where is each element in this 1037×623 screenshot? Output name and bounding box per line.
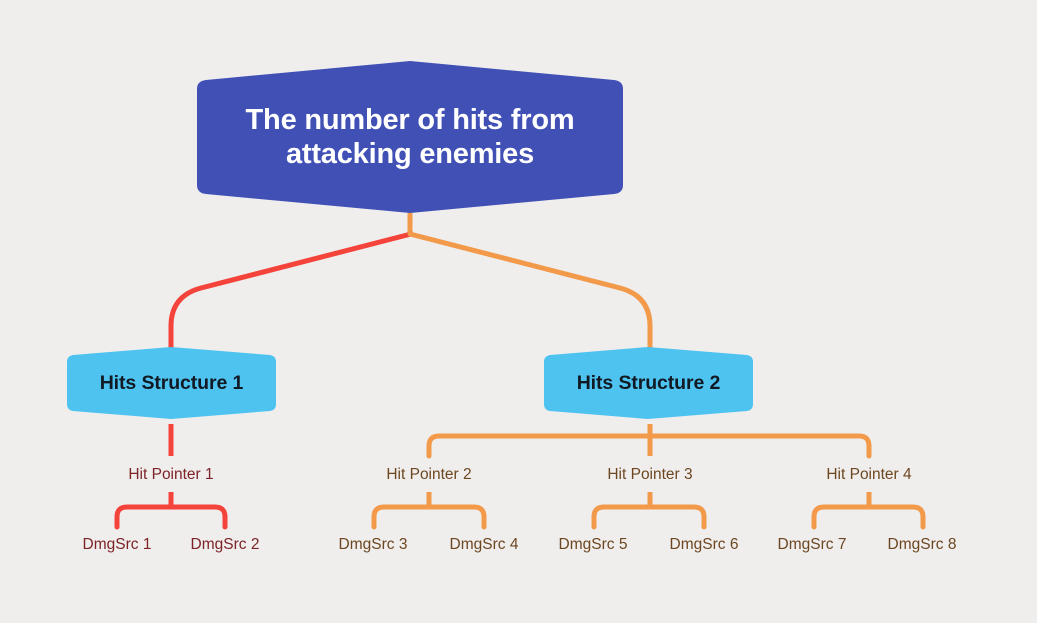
pointer-label-3[interactable]: Hit Pointer 3 <box>607 466 693 483</box>
edge-pointer-2-bracket <box>371 504 487 530</box>
edge-root-to-structure-1 <box>168 231 414 355</box>
edge-pointer-3-bracket <box>591 504 707 530</box>
root-node[interactable]: The number of hits from attacking enemie… <box>188 59 632 215</box>
edge-root-to-structure-2 <box>407 231 653 355</box>
root-node-shape <box>197 61 623 213</box>
leaf-label-dmgsrc-3[interactable]: DmgSrc 3 <box>338 536 408 553</box>
structure-node-2[interactable]: Hits Structure 2 <box>539 346 758 420</box>
pointer-label-4[interactable]: Hit Pointer 4 <box>826 466 912 483</box>
leaf-label-dmgsrc-6[interactable]: DmgSrc 6 <box>669 536 739 553</box>
root-node-label: The number of hits from attacking enemie… <box>245 103 575 170</box>
structure-node-2-shape <box>544 347 753 419</box>
structure-node-1-label: Hits Structure 1 <box>99 371 244 394</box>
structure-node-1-shape <box>67 347 276 419</box>
edge-pointer-4-bracket <box>811 504 926 530</box>
leaf-label-dmgsrc-5[interactable]: DmgSrc 5 <box>558 536 628 553</box>
pointer-label-2[interactable]: Hit Pointer 2 <box>386 466 472 483</box>
leaf-label-dmgsrc-2[interactable]: DmgSrc 2 <box>190 536 260 553</box>
leaf-label-dmgsrc-4[interactable]: DmgSrc 4 <box>449 536 519 553</box>
pointer-label-1[interactable]: Hit Pointer 1 <box>128 466 214 483</box>
leaf-label-dmgsrc-1[interactable]: DmgSrc 1 <box>82 536 152 553</box>
edge-pointer-1-bracket <box>114 504 228 530</box>
leaf-label-dmgsrc-8[interactable]: DmgSrc 8 <box>887 536 957 553</box>
leaf-label-dmgsrc-7[interactable]: DmgSrc 7 <box>777 536 847 553</box>
structure-node-2-label: Hits Structure 2 <box>576 371 721 394</box>
structure-node-1[interactable]: Hits Structure 1 <box>62 346 281 420</box>
